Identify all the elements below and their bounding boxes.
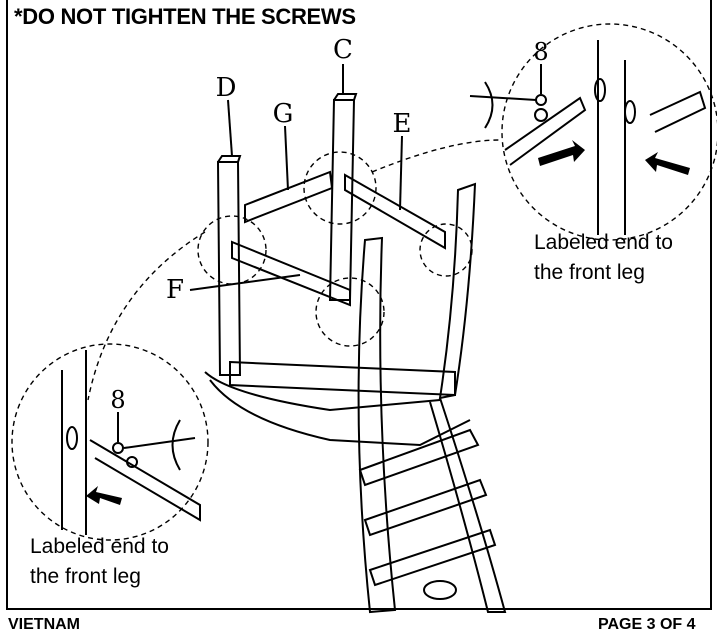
seat-edge <box>209 379 471 447</box>
footer-page-number: PAGE 3 OF 4 <box>598 616 696 632</box>
zoom-right-apron2 <box>649 90 707 133</box>
arrow-right-1 <box>538 140 585 166</box>
screw-head-right <box>535 94 547 106</box>
detail-circle-right <box>419 223 473 277</box>
caption-left-line2: the front leg <box>30 565 141 588</box>
caption-left-line1: Labeled end to <box>30 535 169 558</box>
leader-e <box>399 135 403 211</box>
back-post-right <box>438 182 477 400</box>
leader-d <box>227 99 233 157</box>
zoom-right-slot2 <box>624 100 636 124</box>
caption-right-line2: the front leg <box>534 261 645 284</box>
arrow-right-2 <box>645 152 690 175</box>
front-apron <box>229 360 456 397</box>
detail-circle-top <box>303 151 377 225</box>
caption-left: Labeled end to the front leg <box>30 532 169 592</box>
leg-c-top <box>333 93 358 101</box>
screw-head-left <box>112 442 124 454</box>
seat-underside <box>204 371 441 412</box>
page-border <box>6 0 712 610</box>
zoom-left-apron <box>89 439 201 522</box>
detail-zoom-right <box>501 23 717 241</box>
screw-hole-left <box>126 456 138 468</box>
screw-number-right: 8 <box>533 38 548 66</box>
rotation-arrow-left <box>171 419 181 471</box>
back-slat-3 <box>368 528 497 587</box>
detail-circle-left <box>197 215 267 285</box>
screw-hole-right <box>534 108 548 122</box>
label-e: E <box>393 109 412 139</box>
back-slat-2 <box>363 478 488 537</box>
stretcher-f <box>231 240 351 307</box>
label-c: C <box>333 35 353 65</box>
back-slat-1 <box>358 428 480 487</box>
detail-circle-bottom <box>315 277 385 347</box>
footer-country: VIETNAM <box>8 616 80 632</box>
warning-text: *DO NOT TIGHTEN THE SCREWS <box>14 4 356 29</box>
zoom-right-apron <box>504 96 587 166</box>
leader-g <box>284 125 289 191</box>
back-post-back-lower <box>429 397 507 613</box>
screwdriver-left <box>123 437 196 449</box>
caption-right: Labeled end to the front leg <box>534 228 673 288</box>
leader-f <box>189 274 301 291</box>
leg-d <box>216 161 242 376</box>
apron-e <box>344 173 446 250</box>
zoom-left-slot <box>66 426 78 450</box>
screw-number-left: 8 <box>110 386 125 414</box>
leg-c <box>328 99 356 301</box>
back-cutout <box>423 580 457 600</box>
rotation-arrow-right <box>484 81 494 129</box>
label-g: G <box>273 99 294 129</box>
arrow-left <box>86 486 122 505</box>
label-f: F <box>166 275 184 305</box>
zoom-right-slot <box>594 78 606 102</box>
connector-left <box>87 231 206 401</box>
back-post-front <box>357 236 397 614</box>
caption-right-line1: Labeled end to <box>534 231 673 254</box>
screwdriver-right <box>469 95 537 101</box>
label-d: D <box>216 73 237 103</box>
detail-zoom-left <box>11 343 209 541</box>
connector-right <box>371 139 501 173</box>
